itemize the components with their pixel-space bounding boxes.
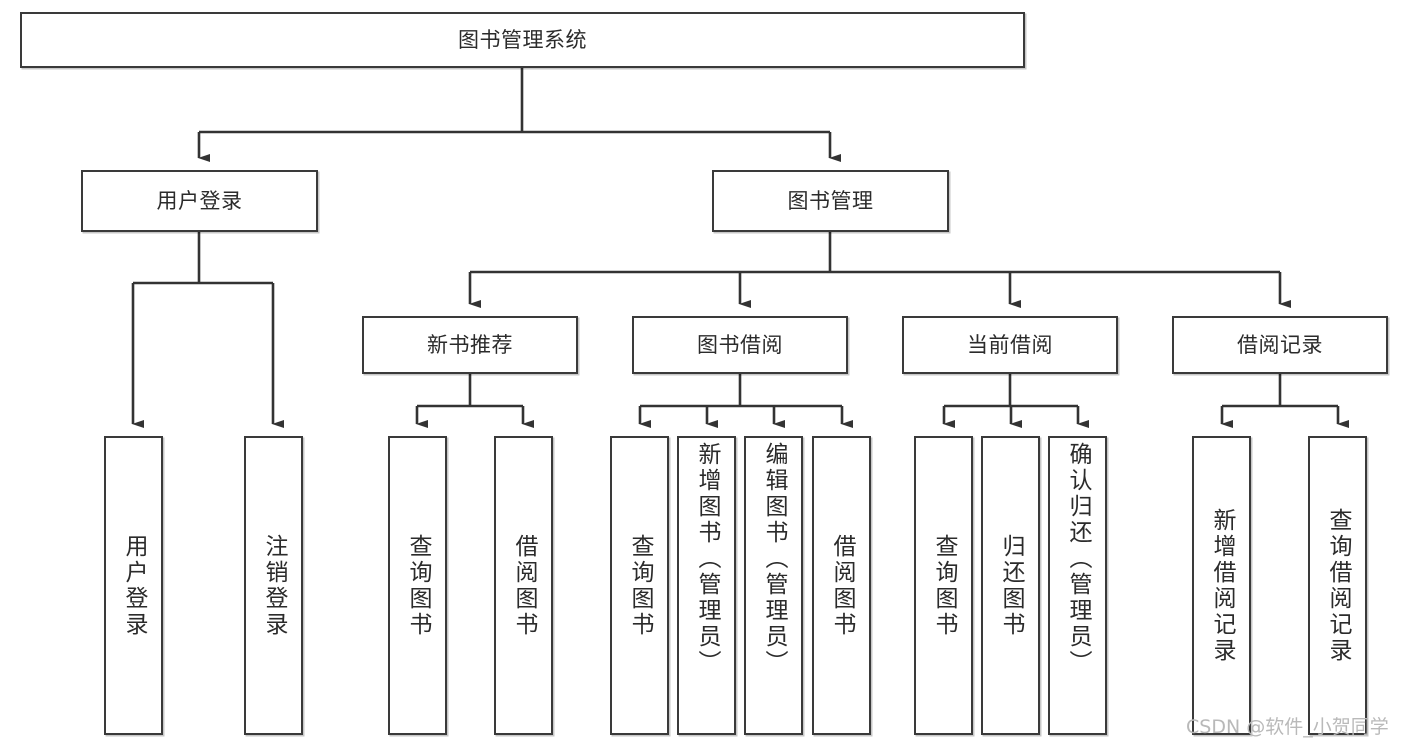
node-label: 用户登录 xyxy=(156,188,243,213)
leaf-borrow-borrow-book[interactable]: 借阅图书 xyxy=(812,436,871,735)
node-label: 借阅记录 xyxy=(1237,332,1323,357)
node-label: 当前借阅 xyxy=(967,332,1053,357)
node-label: 查询图书 xyxy=(405,533,431,638)
node-label: 图书管理系统 xyxy=(458,27,587,52)
leaf-borrow-add-book-admin[interactable]: 新增图书（管理员） xyxy=(677,436,736,735)
leaf-records-add-record[interactable]: 新增借阅记录 xyxy=(1192,436,1251,735)
node-label: 新书推荐 xyxy=(427,332,513,357)
node-borrow-records[interactable]: 借阅记录 xyxy=(1172,316,1388,374)
node-user-login[interactable]: 用户登录 xyxy=(81,170,318,232)
leaf-records-query-record[interactable]: 查询借阅记录 xyxy=(1308,436,1367,735)
node-label: 图书管理 xyxy=(787,188,874,213)
node-label: 图书借阅 xyxy=(697,332,783,357)
node-label: 新增借阅记录 xyxy=(1209,507,1235,664)
leaf-user-login-signin[interactable]: 用户登录 xyxy=(104,436,163,735)
node-label: 用户登录 xyxy=(121,533,147,638)
node-book-management[interactable]: 图书管理 xyxy=(712,170,949,232)
leaf-borrow-query-book[interactable]: 查询图书 xyxy=(610,436,669,735)
leaf-new-book-borrow[interactable]: 借阅图书 xyxy=(494,436,553,735)
leaf-current-return-book[interactable]: 归还图书 xyxy=(981,436,1040,735)
node-current-borrow[interactable]: 当前借阅 xyxy=(902,316,1118,374)
leaf-borrow-edit-book-admin[interactable]: 编辑图书（管理员） xyxy=(744,436,803,735)
node-book-borrow[interactable]: 图书借阅 xyxy=(632,316,848,374)
leaf-user-login-signout[interactable]: 注销登录 xyxy=(244,436,303,735)
node-label: 借阅图书 xyxy=(511,533,537,638)
node-label: 新增图书（管理员） xyxy=(694,442,720,676)
node-label: 借阅图书 xyxy=(829,533,855,638)
node-label: 注销登录 xyxy=(261,533,287,638)
node-root-system[interactable]: 图书管理系统 xyxy=(20,12,1025,68)
node-label: 确认归还（管理员） xyxy=(1065,442,1091,676)
leaf-current-confirm-return-admin[interactable]: 确认归还（管理员） xyxy=(1048,436,1107,735)
leaf-current-query-book[interactable]: 查询图书 xyxy=(914,436,973,735)
leaf-new-book-query[interactable]: 查询图书 xyxy=(388,436,447,735)
node-label: 查询图书 xyxy=(931,533,957,638)
node-label: 查询图书 xyxy=(627,533,653,638)
node-label: 归还图书 xyxy=(998,533,1024,638)
watermark: CSDN @软件_小贺同学 xyxy=(1186,716,1389,738)
node-label: 编辑图书（管理员） xyxy=(761,442,787,676)
node-label: 查询借阅记录 xyxy=(1325,507,1351,664)
node-new-book-recommend[interactable]: 新书推荐 xyxy=(362,316,578,374)
